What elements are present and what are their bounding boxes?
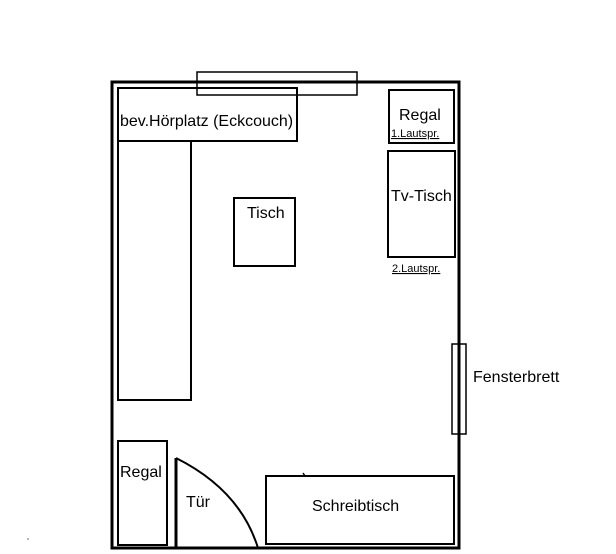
speaker-2-label: 2.Lautspr.	[392, 263, 440, 275]
tv-table-label: Tv-Tisch	[391, 188, 452, 205]
shelf-top	[388, 89, 455, 144]
couch-vertical	[117, 140, 192, 401]
table	[233, 197, 296, 267]
door-swing-arc	[175, 457, 259, 549]
table-label: Tisch	[247, 205, 285, 222]
speaker-1-label: 1.Lautspr.	[391, 128, 439, 140]
desk	[265, 475, 455, 545]
window-sill-label: Fensterbrett	[473, 369, 560, 386]
door-label: Tür	[186, 494, 211, 511]
shelf-bottom	[117, 440, 168, 546]
window-sill	[451, 343, 467, 435]
couch-horizontal	[117, 87, 298, 142]
shelf-top-label: Regal	[399, 107, 441, 124]
tv-table	[387, 150, 456, 258]
shelf-bottom-label: Regal	[120, 464, 162, 481]
room-wall	[110, 80, 461, 550]
stray-dot	[27, 538, 29, 540]
desk-label: Schreibtisch	[312, 498, 399, 515]
window-top	[196, 71, 358, 96]
desk-mark-2	[302, 472, 306, 477]
couch-label: bev.Hörplatz (Eckcouch)	[120, 113, 293, 130]
